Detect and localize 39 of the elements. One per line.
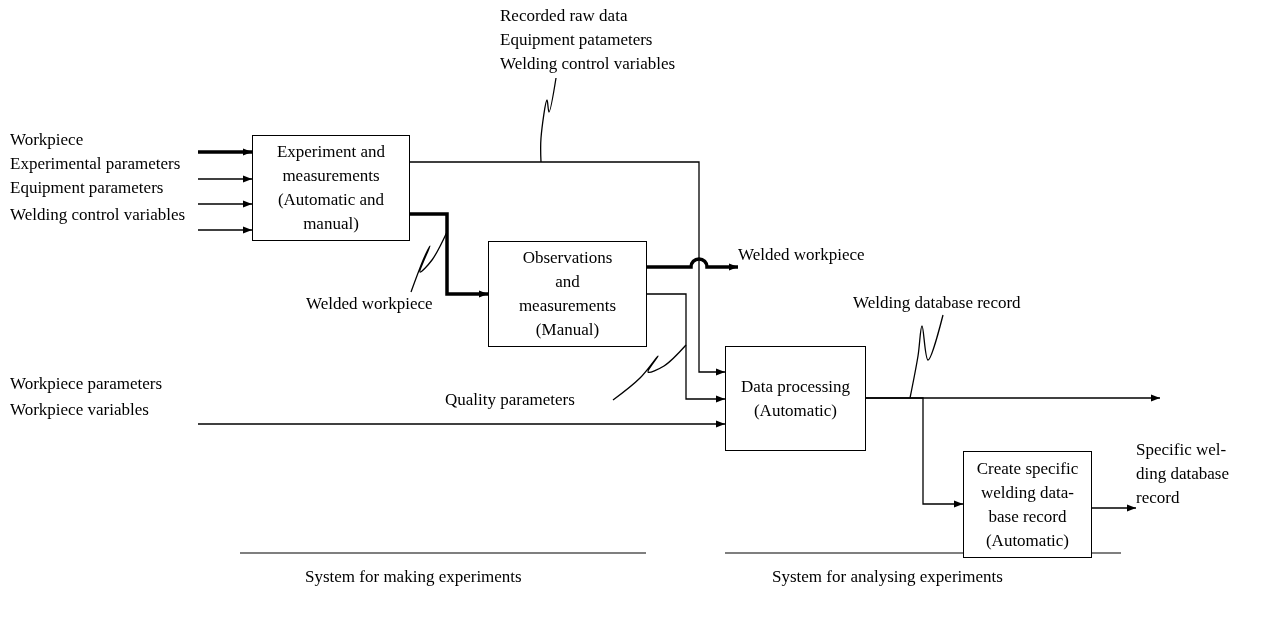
box-label: Data processing (Automatic)	[739, 375, 852, 422]
label: Workpiece	[10, 129, 84, 151]
process-box	[725, 346, 866, 451]
leader-line	[540, 77, 557, 163]
label: System for making experiments	[305, 566, 522, 588]
box-label: Observations and measurements (Manual)	[517, 247, 618, 341]
process-box	[963, 451, 1092, 558]
callout-text: Welded workpiece	[306, 293, 434, 315]
label: Experimental parameters	[10, 153, 181, 175]
arrow	[197, 226, 253, 234]
callout-text: Welding database record	[853, 292, 1022, 314]
label: Welding control variables	[10, 204, 186, 226]
process-box	[488, 241, 647, 347]
arrow	[646, 293, 726, 403]
callout-text: Welded workpiece	[738, 244, 866, 266]
callout-text: Equipment patameters	[500, 29, 654, 51]
process-box	[252, 135, 410, 241]
arrow	[198, 148, 252, 156]
callout-text: Specific wel- ding database record	[1136, 439, 1230, 509]
arrow	[197, 420, 726, 428]
arrow	[410, 212, 488, 298]
arrow	[647, 257, 738, 271]
arrow	[197, 175, 253, 183]
callout-text: Quality parameters	[445, 389, 576, 411]
label: Workpiece parameters	[10, 373, 163, 395]
box-label: Create specific welding data- base record (Automatic)	[975, 457, 1080, 552]
leader-line	[909, 314, 944, 399]
arrow	[197, 200, 253, 208]
callout-text: Recorded raw data	[500, 5, 629, 27]
arrow	[1091, 504, 1137, 512]
arrow	[865, 397, 964, 508]
label: System for analysing experiments	[772, 566, 1003, 588]
box-label: Experiment and measurements (Automatic and manual)	[275, 141, 387, 235]
callout-text: Welding control variables	[500, 53, 677, 75]
label: Equipment parameters	[10, 177, 164, 199]
arrow	[409, 161, 726, 376]
label: Workpiece variables	[10, 399, 149, 421]
leader-line	[410, 231, 448, 293]
leader-line	[612, 344, 687, 401]
